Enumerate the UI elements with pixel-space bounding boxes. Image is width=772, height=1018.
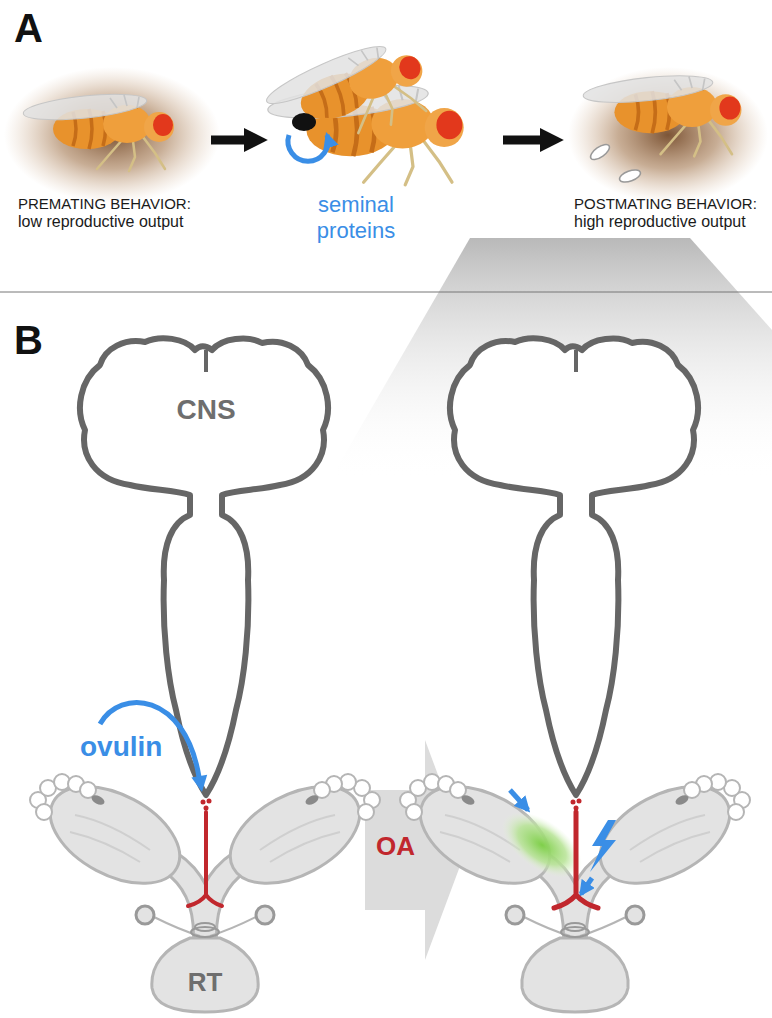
behavior-heading: PREMATING BEHAVIOR: xyxy=(18,195,191,212)
postmating-panel: POSTMATING BEHAVIOR:high reproductive ou… xyxy=(568,45,766,235)
ovary-patch xyxy=(304,793,320,807)
behavior-note: low reproductive output xyxy=(18,213,183,231)
fly-glow xyxy=(568,67,768,203)
cns-organ: CNS xyxy=(72,332,340,800)
protein-label: seminal proteins xyxy=(301,192,411,243)
mating-panel: seminal proteins xyxy=(272,35,500,245)
spermatheca xyxy=(136,906,154,924)
panel-letter: B xyxy=(14,318,43,362)
transfer-arrow xyxy=(288,135,328,161)
behavior-heading: POSTMATING BEHAVIOR: xyxy=(574,195,757,212)
ovary-patch xyxy=(674,793,690,807)
brain-notch xyxy=(204,350,208,372)
ovariole-tip xyxy=(358,804,374,820)
ovariole-tip xyxy=(36,804,52,820)
organ-label: RT xyxy=(188,968,223,998)
contraction-arrow xyxy=(581,878,592,894)
uterus xyxy=(522,938,628,1012)
protein-label: ovulin xyxy=(80,732,162,763)
seminal-receptacle xyxy=(195,923,215,931)
postmating-organs xyxy=(400,338,750,1012)
fly-glow xyxy=(4,67,220,203)
male-fly xyxy=(258,29,436,160)
ovary xyxy=(34,767,195,903)
seminal-receptacle xyxy=(565,923,585,931)
panel-divider xyxy=(0,292,772,293)
behavior-note: high reproductive output xyxy=(574,213,746,231)
ovary-patch xyxy=(90,793,106,807)
genital-contact xyxy=(292,113,316,131)
brain-notch xyxy=(574,350,578,372)
spermathecal-duct xyxy=(524,917,626,936)
nerve-terminals xyxy=(571,799,582,811)
ovary-patch xyxy=(460,793,476,807)
nerve-terminal xyxy=(204,806,209,811)
mated-fly xyxy=(582,71,741,156)
panel-letter: A xyxy=(14,6,43,50)
premating-panel: PREMATING BEHAVIOR:low reproductive outp… xyxy=(12,45,208,235)
organ-label: CNS xyxy=(176,394,235,426)
ovary xyxy=(214,767,375,903)
spermathecal-duct xyxy=(154,917,256,936)
octopaminergic-nerve xyxy=(554,812,598,908)
transmitter-label: OA xyxy=(376,832,415,861)
signal-bolt xyxy=(590,820,616,872)
egg xyxy=(618,168,642,185)
reproductive-tract: RT xyxy=(24,770,386,1016)
virgin-fly xyxy=(22,90,174,171)
spermatheca xyxy=(506,906,524,924)
ovulin-arrow-head xyxy=(191,775,207,792)
nerve-terminal xyxy=(201,800,206,805)
flow-arrow xyxy=(503,136,541,145)
nerve-terminal xyxy=(207,799,212,804)
spermatheca xyxy=(626,906,644,924)
octopaminergic-nerve xyxy=(188,812,222,906)
egg xyxy=(588,142,612,163)
ovulation-arrow xyxy=(510,790,528,810)
uterus xyxy=(152,938,258,1012)
cns-outline xyxy=(80,338,328,795)
cns-outline xyxy=(450,338,698,795)
ovary xyxy=(584,767,745,903)
flow-arrow xyxy=(211,136,245,145)
spermatheca xyxy=(256,906,274,924)
